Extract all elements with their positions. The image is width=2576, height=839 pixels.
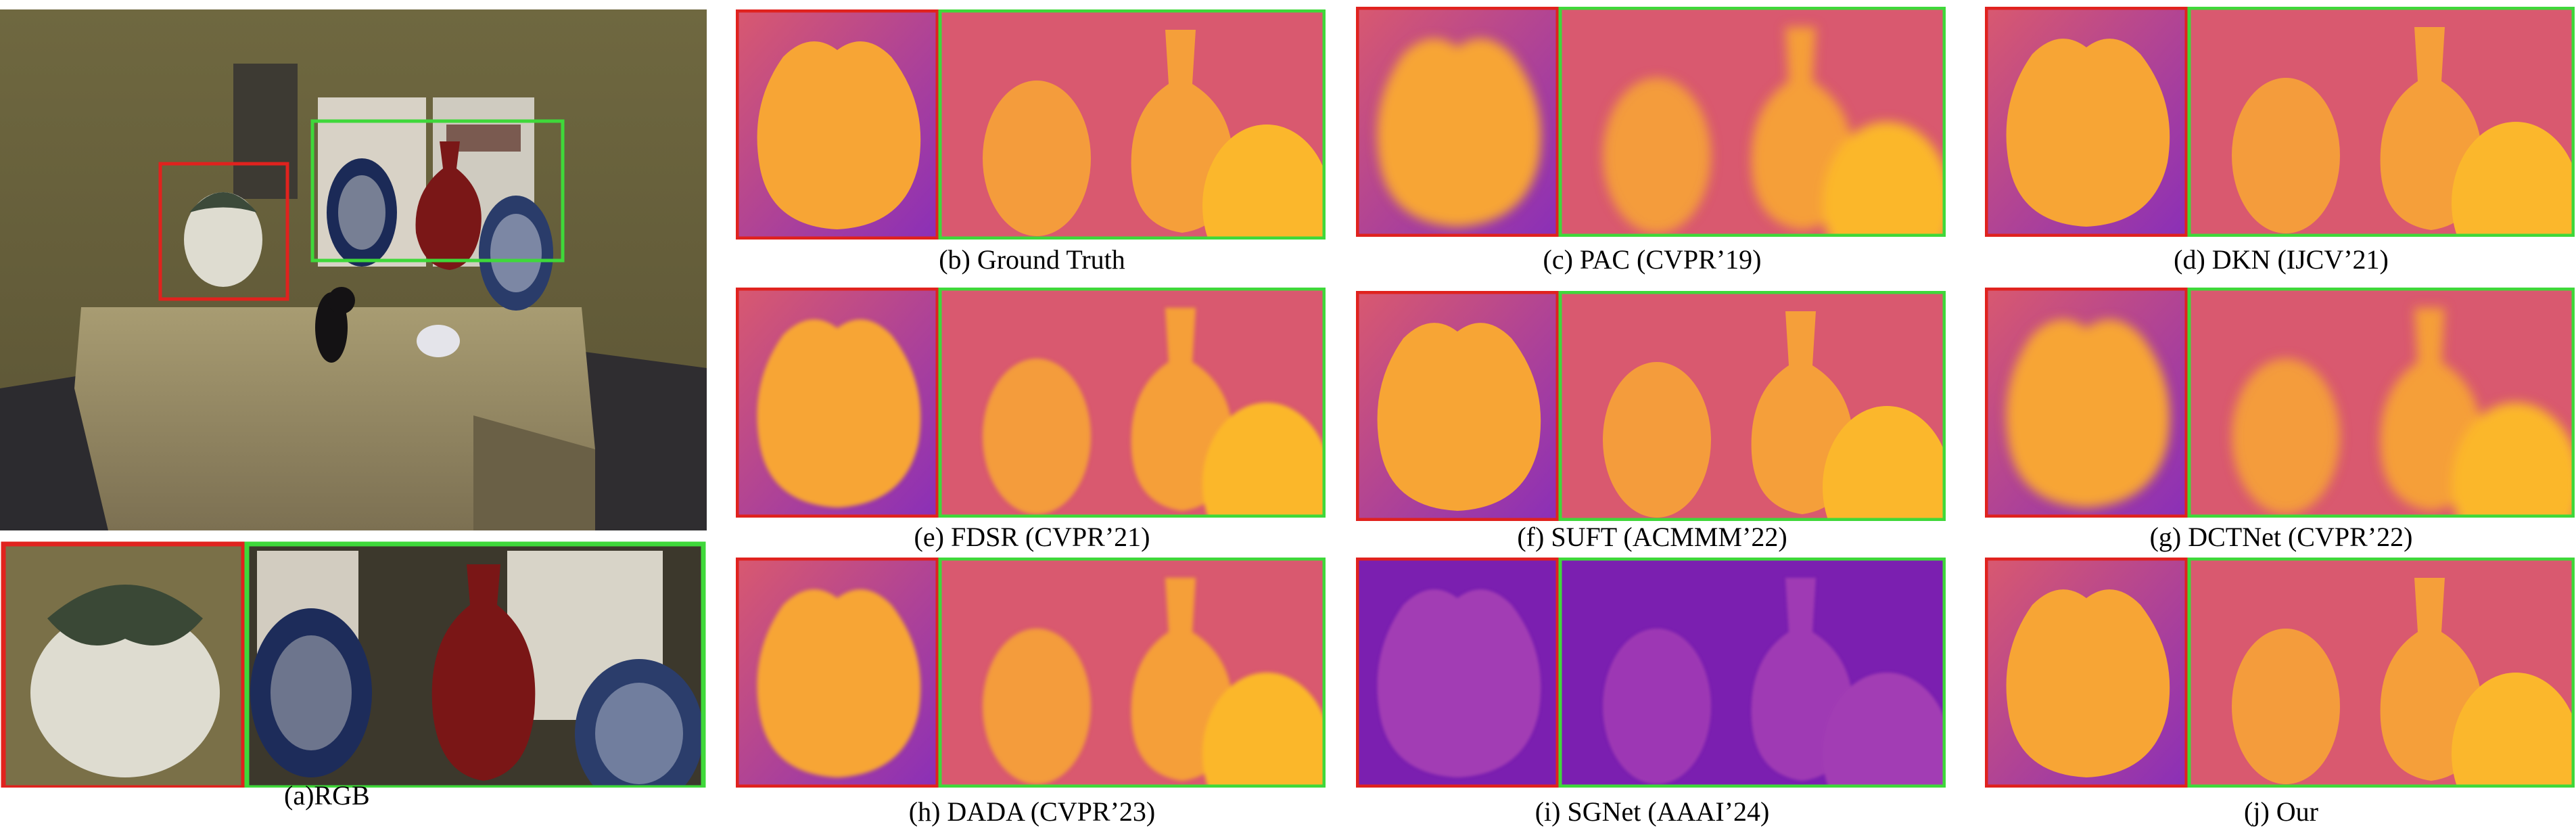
depth-map	[1985, 288, 2575, 518]
caption-c: (c) PAC (CVPR’19)	[1543, 244, 1762, 275]
caption-h: (h) DADA (CVPR’23)	[908, 796, 1156, 827]
caption-e: (e) FDSR (CVPR’21)	[914, 522, 1150, 552]
rgb-crop-green	[244, 541, 706, 788]
caption-d: (d) DKN (IJCV’21)	[2174, 244, 2389, 275]
depth-map	[1985, 7, 2575, 237]
panel-j	[1985, 558, 2575, 788]
depth-map	[1356, 7, 1946, 237]
panel-g	[1985, 288, 2575, 518]
depth-map	[1985, 558, 2575, 788]
rgb-photo	[0, 9, 707, 788]
caption-i: (i) SGNet (AAAI’24)	[1535, 796, 1770, 827]
depth-map	[736, 9, 1326, 240]
caption-a: (a)RGB	[284, 780, 370, 811]
panel-e	[736, 288, 1326, 518]
panel-a-rgb: (a)RGB	[0, 9, 707, 811]
panel-i	[1356, 558, 1946, 788]
caption-j: (j) Our	[2244, 796, 2318, 827]
rgb-crop-red	[1, 541, 246, 788]
caption-f: (f) SUFT (ACMMM’22)	[1517, 522, 1787, 552]
depth-map	[1356, 291, 1946, 521]
panel-b	[736, 9, 1326, 240]
panel-c	[1356, 7, 1946, 237]
depth-map	[736, 558, 1326, 788]
red-zoom-box	[158, 162, 289, 301]
caption-g: (g) DCTNet (CVPR’22)	[2149, 522, 2413, 552]
depth-map	[1356, 558, 1946, 788]
green-zoom-box	[310, 119, 565, 263]
depth-map	[736, 288, 1326, 518]
caption-b: (b) Ground Truth	[939, 244, 1125, 275]
panel-f	[1356, 291, 1946, 521]
panel-h	[736, 558, 1326, 788]
panel-d	[1985, 7, 2575, 237]
